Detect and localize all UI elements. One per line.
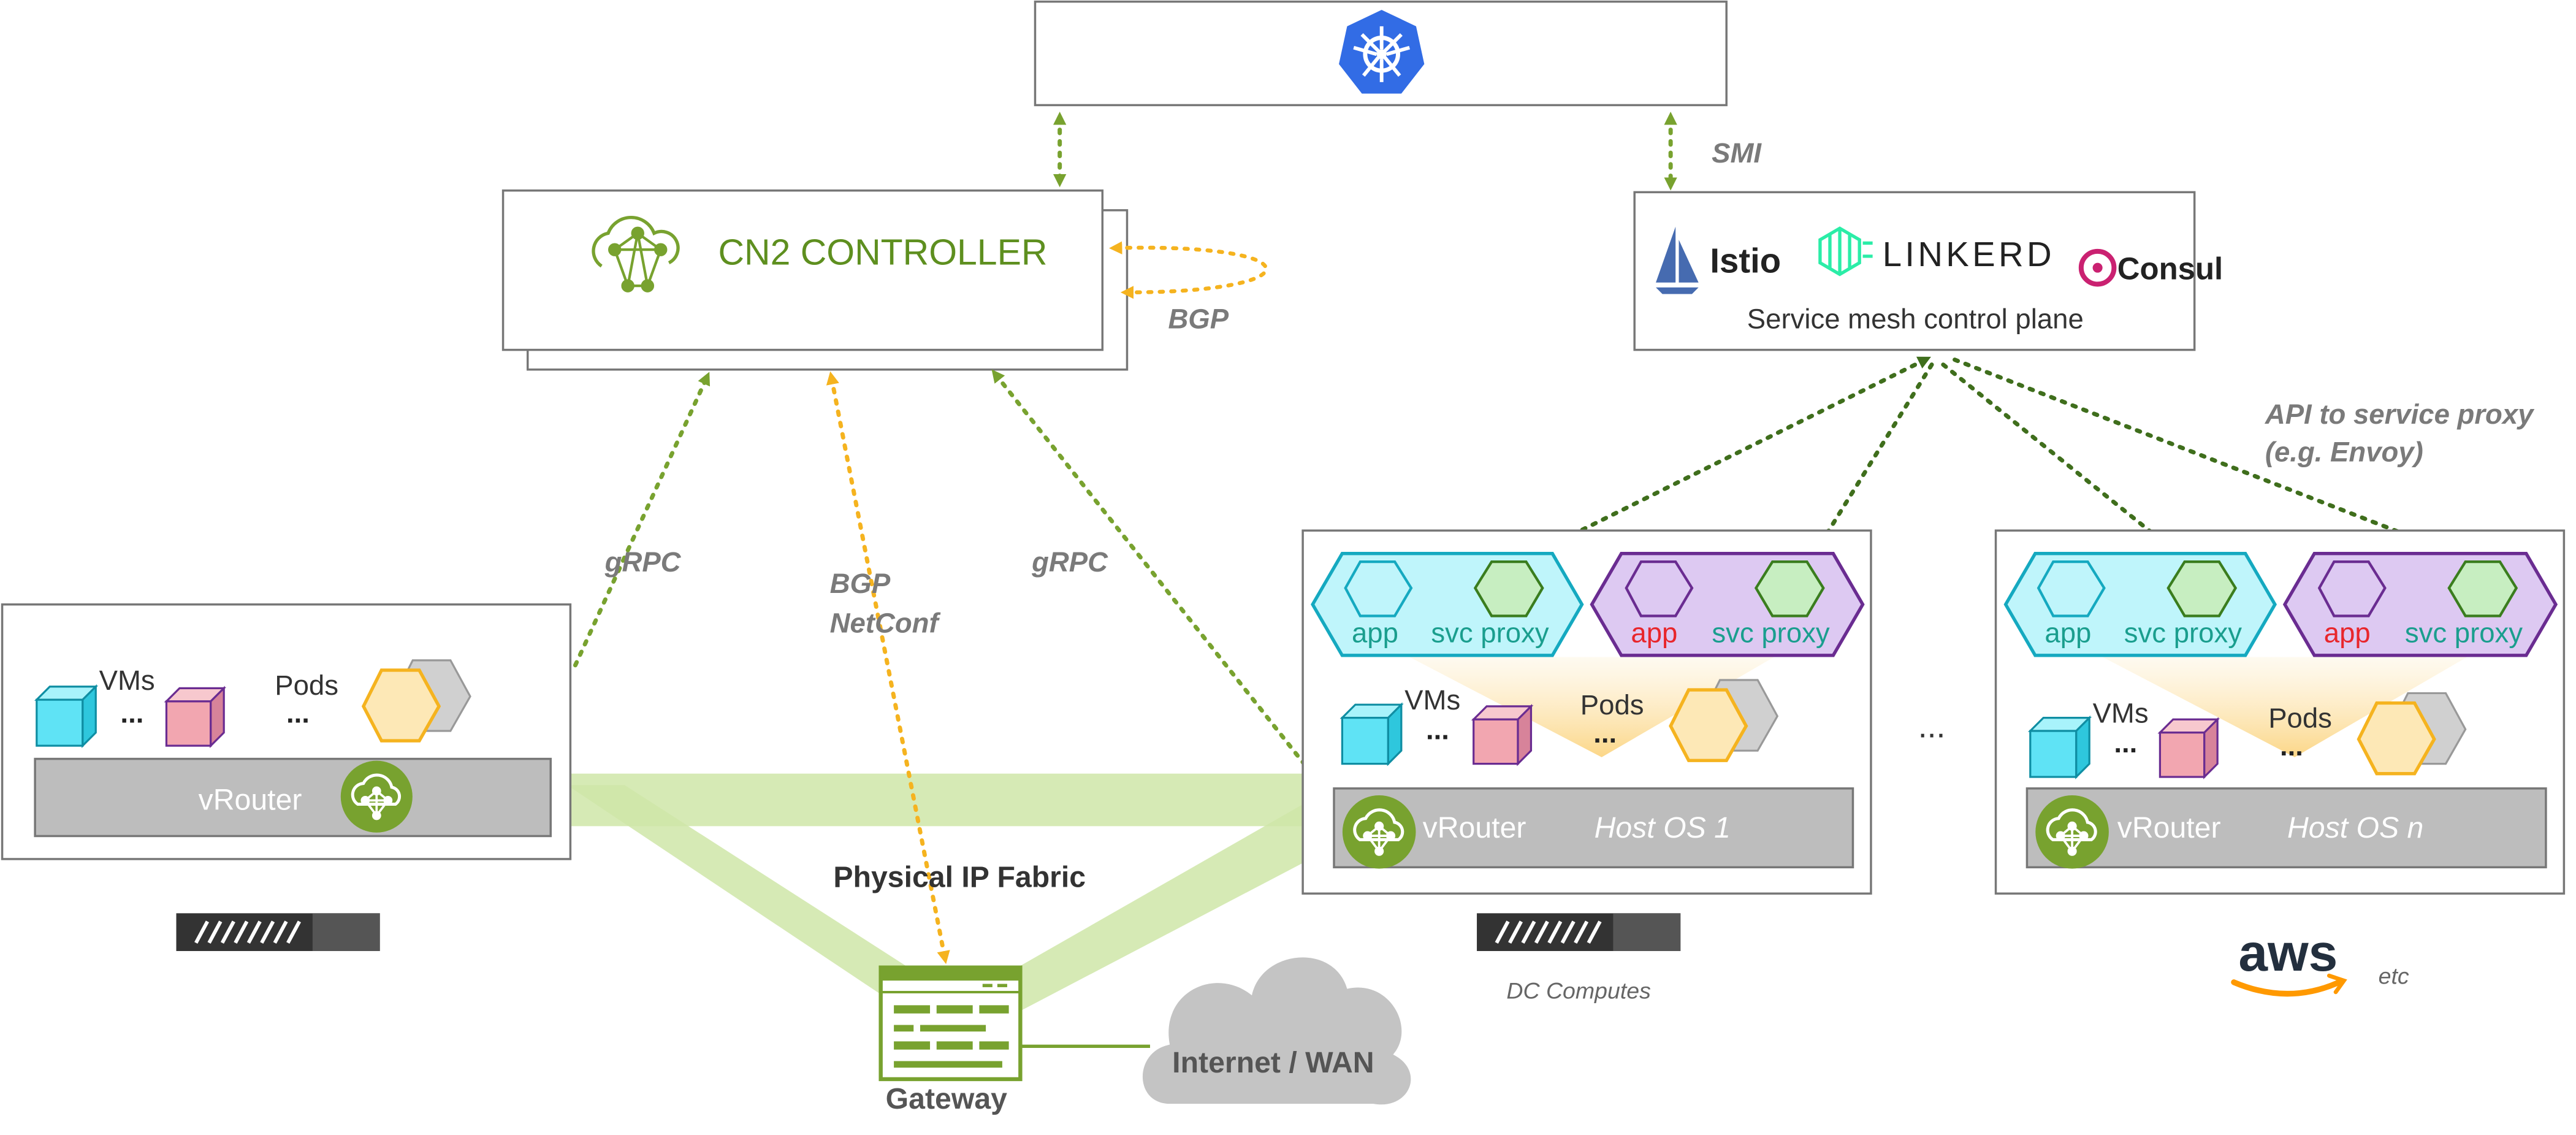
hostn-vm-cube-pink-icon (2157, 717, 2220, 779)
hostn-pod-app-2 (2282, 552, 2558, 657)
bgp-loop-label: BGP (1168, 304, 1229, 335)
hostn-vms-dots: ... (2114, 727, 2137, 759)
grpc-right-arrow (991, 369, 1338, 807)
fabric-label: Physical IP Fabric (833, 861, 1086, 894)
hostn-os-label: Host OS n (2287, 811, 2423, 844)
hostn-vrouter-icon (2035, 795, 2109, 869)
left-vms-dots: ... (120, 698, 143, 729)
hostn-proxy-label-1: svc proxy (2124, 617, 2242, 648)
bgp-netconf-arrow (826, 371, 950, 965)
left-vrouter-icon (341, 761, 413, 833)
host1-os-label: Host OS 1 (1595, 811, 1731, 844)
host1-vrouter-icon (1343, 795, 1416, 869)
etc-label: etc (2379, 963, 2409, 989)
gateway-router-icon (878, 965, 1023, 1082)
vm-cube-cyan-icon (34, 684, 99, 749)
consul-label: Consul (2117, 251, 2223, 286)
internet-cloud-icon (1142, 957, 1411, 1105)
api-proxy-label-2: (e.g. Envoy) (2265, 437, 2423, 468)
hostn-vrouter-label: vRouter (2117, 811, 2221, 844)
hostn-pod-app-1 (2003, 552, 2277, 657)
host1-pod-fan (1409, 657, 1774, 757)
host1-proxy-label-2: svc proxy (1712, 617, 1829, 648)
host1-vm-cube-pink-icon (1471, 703, 1534, 766)
between-hosts-dots: ... (1918, 709, 1946, 745)
kubernetes-logo-icon (1339, 10, 1425, 94)
host1-server-rack-icon (1477, 913, 1681, 951)
host1-pods-dots: ... (1593, 717, 1617, 749)
aws-smile-icon (2231, 979, 2342, 997)
left-pods-label: Pods (275, 670, 338, 701)
host1-app-label-1: app (1352, 617, 1398, 648)
host1-vms-dots: ... (1426, 714, 1449, 745)
bgp-loop-arrow (1109, 241, 1268, 299)
dc-computes-label: DC Computes (1506, 978, 1651, 1004)
host1-app-label-2: app (1631, 617, 1677, 648)
istio-label: Istio (1710, 242, 1781, 280)
left-pods-dots: ... (286, 698, 310, 729)
smi-label: SMI (1712, 137, 1762, 169)
controller-box (501, 189, 1104, 351)
hostn-proxy-label-2: svc proxy (2405, 617, 2523, 648)
host1-vrouter-bar (1333, 787, 1854, 869)
left-vrouter-label: vRouter (199, 784, 302, 817)
left-vrouter-bar (34, 757, 552, 838)
controller-cloud-icon (592, 216, 680, 292)
gateway-label: Gateway (886, 1082, 1007, 1115)
consul-logo-icon (2078, 248, 2117, 287)
host1-pod-hexagons-icon (1669, 679, 1779, 762)
aws-arrow-icon (2326, 973, 2347, 995)
hostn-vrouter-bar (2025, 787, 2547, 869)
hostn-pod-fan (2102, 657, 2467, 757)
grpc-left-arrow (573, 372, 711, 668)
host1-vms-label: VMs (1404, 684, 1460, 716)
hostn-pod-hexagons-icon (2357, 692, 2467, 776)
internet-label: Internet / WAN (1172, 1046, 1374, 1079)
hostn-app-label-1: app (2044, 617, 2091, 648)
linkerd-logo-icon (1818, 226, 1873, 277)
left-server-rack-icon (176, 913, 380, 951)
api-proxy-label-1: API to service proxy (2265, 399, 2535, 430)
aws-logo-label: aws (2238, 923, 2338, 982)
grpc-left-label: gRPC (604, 546, 682, 578)
hostn-pods-label: Pods (2268, 703, 2332, 734)
grpc-right-label: gRPC (1031, 546, 1108, 578)
hostn-vms-label: VMs (2093, 698, 2149, 729)
hostn-app-label-2: app (2324, 617, 2371, 648)
controller-title: CN2 CONTROLLER (718, 232, 1047, 272)
bgp-netconf-label-1: BGP (830, 568, 891, 599)
mesh-proxy-arrows (1525, 356, 2465, 561)
host1-vm-cube-cyan-icon (1339, 702, 1404, 766)
host1-vrouter-label: vRouter (1423, 811, 1526, 844)
service-mesh-caption: Service mesh control plane (1747, 304, 2084, 335)
vm-cube-pink-icon (164, 686, 227, 749)
pod-hexagons-icon (361, 659, 471, 743)
left-vms-label: VMs (99, 665, 155, 696)
hostn-vm-cube-cyan-icon (2027, 715, 2092, 779)
hostn-pods-dots: ... (2280, 730, 2303, 762)
host1-proxy-label-1: svc proxy (1431, 617, 1549, 648)
host1-pod-app-2 (1590, 552, 1865, 657)
host1-pods-label: Pods (1580, 689, 1644, 720)
linkerd-label: LINKERD (1883, 235, 2055, 273)
bgp-netconf-label-2: NetConf (830, 607, 941, 638)
host1-pod-app-1 (1311, 552, 1584, 657)
